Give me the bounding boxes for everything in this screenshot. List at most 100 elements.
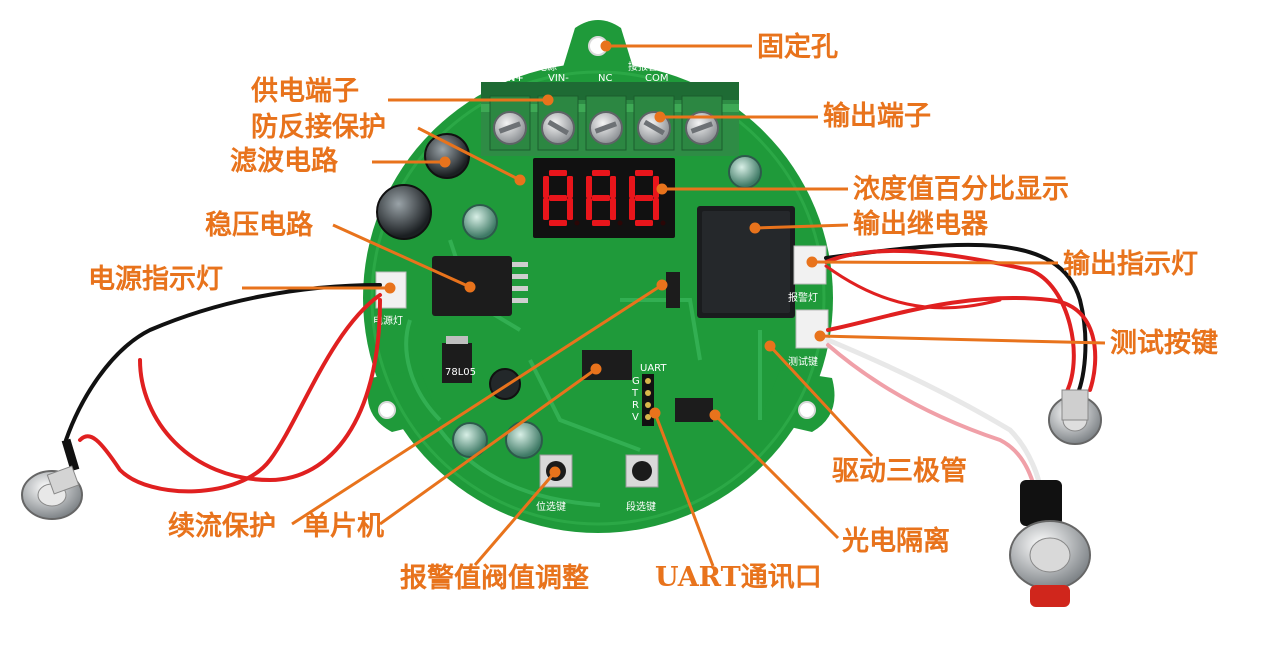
leader-driver-transistor	[768, 344, 874, 458]
callout-uart-port: UART通讯口	[655, 562, 822, 593]
leader-regulator-circuit-dot	[464, 281, 476, 293]
leader-mounting-hole-dot	[600, 40, 612, 52]
silk-uart-pin-g: G	[632, 376, 640, 387]
display-segment	[567, 198, 573, 220]
display-segment	[653, 176, 659, 198]
callout-reverse-protection: 防反接保护	[251, 112, 386, 143]
wires	[64, 242, 1098, 494]
callout-test-button: 测试按键	[1110, 328, 1218, 359]
callout-output-terminal: 输出端子	[823, 101, 931, 132]
silk-digit-key: 位选键	[536, 500, 566, 513]
silk-uart-pin-t: T	[631, 388, 639, 399]
leader-freewheel-protection	[291, 283, 663, 526]
display-dot	[574, 220, 580, 226]
leader-uart-port-dot	[649, 407, 661, 419]
callout-leaders	[242, 40, 1106, 567]
relay	[697, 206, 795, 318]
display-segment	[610, 176, 616, 198]
silk-uart-pin-r: R	[632, 400, 639, 411]
leader-filter-circuit-dot	[439, 156, 451, 168]
leader-power-indicator-dot	[384, 282, 396, 294]
leader-regulator-circuit	[332, 223, 471, 289]
leader-output-relay	[754, 223, 849, 230]
leader-output-relay-dot	[749, 222, 761, 234]
callout-supply-terminal: 供电端子	[251, 76, 359, 107]
terminal-block: VIN+	[481, 73, 739, 156]
leader-reverse-protection-dot	[514, 174, 526, 186]
display-segment	[543, 176, 549, 198]
electrolytic-capacitors	[376, 133, 762, 459]
display-segment	[586, 176, 592, 198]
leader-percent-display-dot	[656, 183, 668, 195]
callout-optocoupler: 光电隔离	[842, 526, 950, 557]
display-segment	[635, 195, 653, 201]
callout-mcu: 单片机	[303, 511, 384, 542]
display-segment	[635, 170, 653, 176]
display-segment	[635, 220, 653, 226]
silk-power-group: 接电源	[527, 60, 557, 73]
leader-output-indicator-dot	[806, 256, 818, 268]
display-segment	[543, 198, 549, 220]
mounting-hole-left	[378, 401, 396, 419]
display-digit	[586, 170, 623, 226]
silk-regulator: 78L05	[445, 367, 476, 378]
callout-filter-circuit: 滤波电路	[230, 146, 338, 177]
display-segment	[549, 220, 567, 226]
leader-output-terminal-dot	[654, 111, 666, 123]
callout-mounting-hole: 固定孔	[757, 32, 838, 63]
leader-optocoupler-dot	[709, 409, 721, 421]
terminal-screw	[585, 95, 627, 151]
callout-output-indicator: 输出指示灯	[1063, 249, 1198, 280]
silk-vin-plus: VIN+	[498, 73, 524, 84]
callout-threshold-adjust: 报警值阀值调整	[400, 563, 589, 594]
display-segment	[567, 176, 573, 198]
terminal-screw	[681, 95, 723, 151]
leader-mcu-dot	[590, 363, 602, 375]
output-led-fixture	[1048, 389, 1102, 445]
uart-header	[642, 374, 654, 426]
silk-alarm-group: 接报警	[628, 60, 658, 73]
seven-segment-display	[533, 158, 675, 238]
display-segment	[586, 198, 592, 220]
power-led-fixture	[21, 438, 83, 520]
silk-uart: UART G T R V	[631, 363, 667, 423]
svg-text:VIN+: VIN+	[498, 73, 524, 84]
display-segment	[610, 198, 616, 220]
terminal-screw	[633, 95, 675, 151]
leader-threshold-adjust-dot	[549, 466, 561, 478]
display-segment	[592, 195, 610, 201]
silk-test-key: 测试键	[788, 355, 818, 368]
display-digit	[629, 170, 666, 226]
display-segment	[653, 198, 659, 220]
callout-output-relay: 输出继电器	[853, 209, 988, 240]
display-segment	[549, 170, 567, 176]
leader-test-button-dot	[814, 330, 826, 342]
callout-driver-transistor: 驱动三极管	[832, 456, 967, 487]
terminal-screw	[489, 95, 531, 151]
display-segment	[592, 170, 610, 176]
display-dot	[660, 220, 666, 226]
silk-top: VIN+ VIN- 接电源 NC 接报警 COM NO	[498, 60, 713, 84]
leader-uart-port	[653, 412, 715, 567]
leader-reverse-protection	[417, 126, 521, 182]
silk-vin-minus: VIN-	[548, 73, 569, 84]
silk-nc: NC	[598, 73, 612, 84]
display-segment	[629, 198, 635, 220]
silk-com: COM	[645, 73, 668, 84]
display-dot	[617, 220, 623, 226]
silk-alarm-led: 报警灯	[788, 291, 818, 304]
leader-test-button	[819, 334, 1106, 345]
display-segment	[629, 176, 635, 198]
leader-freewheel-protection-dot	[656, 279, 668, 291]
silk-bottom: 位选键 段选键 78L05	[445, 367, 656, 513]
terminal-screw	[537, 95, 579, 151]
display-digit	[543, 170, 580, 226]
display-segment	[592, 220, 610, 226]
leader-output-indicator	[811, 260, 1059, 265]
mounting-hole-right	[798, 401, 816, 419]
leader-optocoupler	[713, 413, 840, 540]
silk-uart-label: UART	[640, 363, 667, 374]
silk-no: NO	[698, 73, 713, 84]
